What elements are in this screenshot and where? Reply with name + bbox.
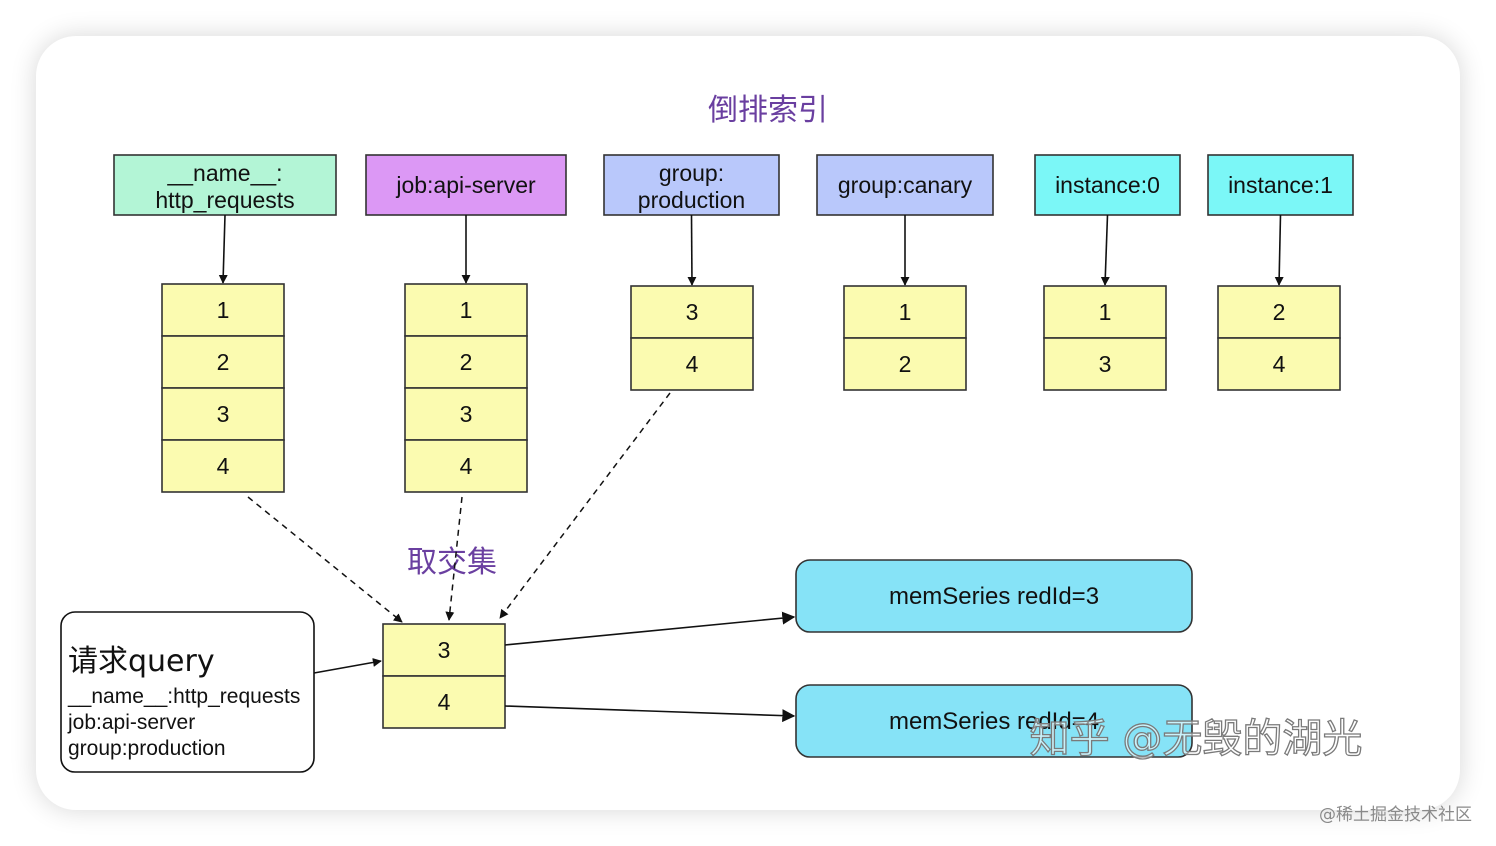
label-box-rect: [365, 154, 567, 216]
query-line-3: group:production: [68, 737, 226, 760]
query-box: 请求query __name__:http_requests job:api-s…: [60, 611, 315, 773]
posting-id: 4: [217, 453, 230, 479]
posting-cell: [161, 335, 285, 389]
label-box-5: instance:0: [1034, 154, 1181, 216]
posting-id: 2: [217, 349, 230, 375]
result-id: 4: [438, 689, 451, 715]
label-arrow: [687, 214, 697, 286]
intersect-arrow: [247, 496, 403, 623]
label-text: group:canary: [838, 172, 973, 198]
series-arrow: [504, 705, 796, 723]
intersection-arrows: [247, 392, 671, 674]
posting-cell: [843, 285, 967, 339]
label-text: instance:0: [1055, 172, 1160, 198]
posting-cell: [1043, 337, 1167, 391]
posting-cell: [404, 387, 528, 441]
posting-id: 1: [217, 297, 230, 323]
label-box-rect: [113, 154, 337, 216]
label-box-rect: [603, 154, 780, 216]
diagram-title: 倒排索引: [708, 93, 828, 128]
watermark: 知乎 @无毁的湖光: [1030, 716, 1363, 762]
label-text: production: [638, 187, 745, 213]
posting-cell: [404, 439, 528, 493]
label-box-2: job:api-server: [365, 154, 567, 216]
posting-list-3: 34: [630, 285, 754, 391]
posting-id: 4: [686, 351, 699, 377]
posting-id: 4: [1273, 351, 1286, 377]
posting-id: 1: [1099, 299, 1112, 325]
series-box-rect: [795, 559, 1193, 633]
posting-id: 2: [899, 351, 912, 377]
posting-id: 4: [460, 453, 473, 479]
posting-id: 1: [460, 297, 473, 323]
footer-credit: @稀土掘金技术社区: [1319, 805, 1472, 825]
intersect-arrow: [445, 496, 463, 621]
posting-cell: [404, 283, 528, 337]
label-text: group:: [659, 160, 724, 186]
result-cell: [382, 675, 506, 729]
series-label: memSeries redId=4: [889, 708, 1099, 735]
label-text: __name__:: [166, 160, 282, 186]
query-line-2: job:api-server: [67, 711, 195, 734]
series-boxes: memSeries redId=3 memSeries redId=4: [504, 559, 1193, 758]
intersect-arrow: [499, 392, 671, 619]
posting-cell: [843, 337, 967, 391]
series-label: memSeries redId=3: [889, 583, 1099, 610]
query-line-1: __name__:http_requests: [67, 685, 300, 708]
posting-id: 2: [1273, 299, 1286, 325]
result-list: 34: [382, 623, 506, 729]
posting-list-6: 24: [1217, 285, 1341, 391]
posting-cell: [161, 283, 285, 337]
label-boxes: __name__:http_requests job:api-server grou…: [113, 154, 1354, 216]
posting-cell: [1043, 285, 1167, 339]
posting-id: 1: [899, 299, 912, 325]
label-arrow: [1274, 214, 1284, 286]
query-title: 请求query: [68, 644, 215, 679]
series-arrow: [504, 611, 796, 646]
posting-list-4: 12: [843, 285, 967, 391]
posting-list-1: 1 2 3 4: [161, 283, 285, 493]
posting-cell: [1217, 285, 1341, 339]
posting-list-5: 13: [1043, 285, 1167, 391]
label-arrow: [218, 214, 228, 284]
result-cell: [382, 623, 506, 677]
posting-id: 3: [217, 401, 230, 427]
label-box-6: instance:1: [1207, 154, 1354, 216]
query-box-border: [60, 611, 315, 773]
series-box-2: memSeries redId=4: [795, 684, 1193, 758]
posting-cell: [161, 387, 285, 441]
posting-cell: [630, 285, 754, 339]
index-arrows: [218, 214, 1284, 286]
posting-cell: [161, 439, 285, 493]
label-box-3: group:production: [603, 154, 780, 216]
posting-cell: [1217, 337, 1341, 391]
label-text: http_requests: [155, 187, 294, 213]
series-box-rect: [795, 684, 1193, 758]
intersect-label: 取交集: [407, 545, 497, 580]
posting-id: 2: [460, 349, 473, 375]
label-box-4: group:canary: [816, 154, 994, 216]
posting-id: 3: [686, 299, 699, 325]
posting-cell: [630, 337, 754, 391]
label-text: job:api-server: [395, 172, 536, 198]
result-id: 3: [438, 637, 451, 663]
series-box-1: memSeries redId=3: [795, 559, 1193, 633]
posting-id: 3: [460, 401, 473, 427]
query-arrow: [313, 657, 382, 674]
label-arrow: [1100, 214, 1110, 286]
posting-cell: [404, 335, 528, 389]
posting-id: 3: [1099, 351, 1112, 377]
posting-list-2: 1 2 3 4: [404, 283, 528, 493]
label-box-1: __name__:http_requests: [113, 154, 337, 216]
label-text: instance:1: [1228, 172, 1333, 198]
